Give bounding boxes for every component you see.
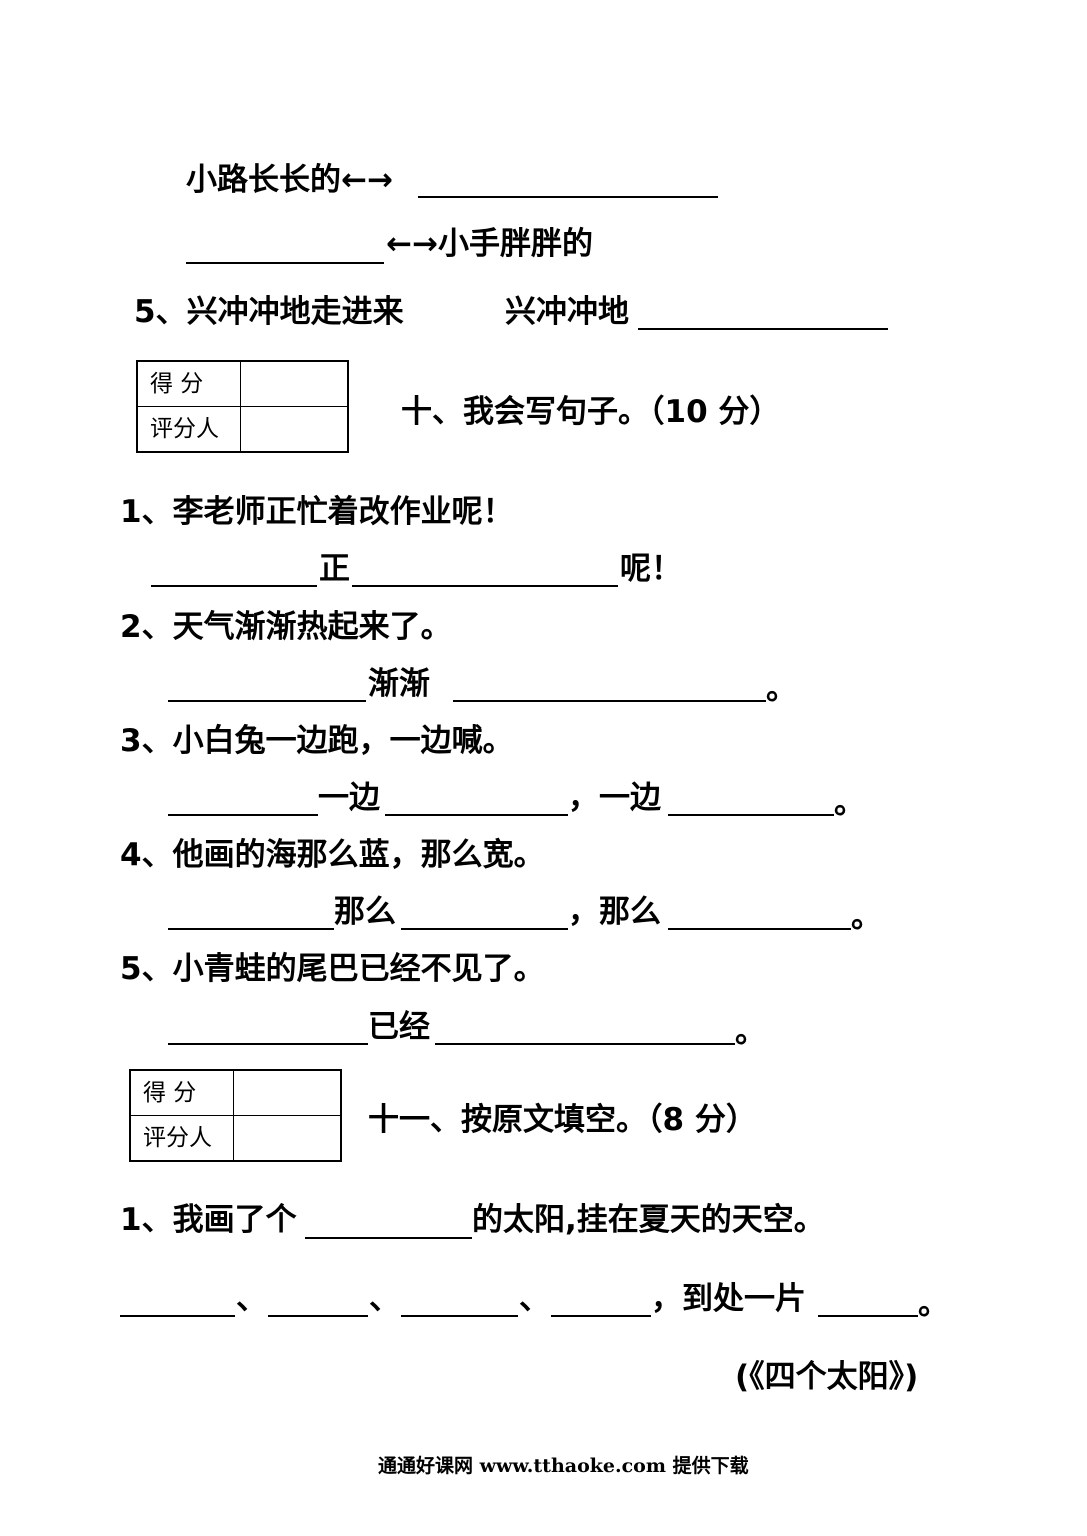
line-b-blank[interactable] [186,262,384,264]
s10-q2-blank2[interactable] [453,700,766,702]
s10-q2-part2: 。 [766,671,797,707]
q5-prompt: 兴冲冲地 [505,294,629,330]
line-a-blank[interactable] [418,196,718,198]
score-label: 得 分 [129,1069,234,1116]
grader-cell[interactable] [239,406,348,453]
line-b-text: ←→小手胖胖的 [386,226,593,262]
s10-q5-part1: 已经 [368,1009,430,1045]
s10-q4-blank2[interactable] [401,928,568,930]
q5-blank[interactable] [638,328,888,330]
section11-title: 十一、按原文填空。（8 分） [368,1102,757,1138]
s10-q5-blank1[interactable] [168,1043,368,1045]
s10-q3-blank3[interactable] [668,814,834,816]
s11-l2-blank4[interactable] [551,1315,651,1317]
s10-q4-part3: 。 [851,899,882,935]
s11-l2-blank3[interactable] [401,1315,518,1317]
s10-q2: 2、天气渐渐热起来了。 [120,609,452,645]
s10-q3-blank2[interactable] [385,814,568,816]
s11-source: (《四个太阳》) [735,1359,919,1395]
score-label: 得 分 [136,360,241,407]
s10-q3: 3、小白兔一边跑，一边喊。 [120,723,514,759]
s10-q4-blank3[interactable] [668,928,851,930]
grader-label: 评分人 [129,1115,234,1162]
score-cell[interactable] [239,360,348,407]
s10-q3-blank1[interactable] [168,814,318,816]
s11-l2-sep3: 、 [519,1281,550,1317]
s10-q4-part2: ，那么 [568,894,661,930]
s10-q1: 1、李老师正忙着改作业呢！ [120,494,514,530]
footer-text: 通通好课网 www.tthaoke.com 提供下载 [378,1455,749,1477]
s11-l2-blank5[interactable] [818,1315,918,1317]
line-a-text: 小路长长的←→ [186,162,393,198]
s10-q5: 5、小青蛙的尾巴已经不见了。 [120,951,545,987]
s10-q2-part1: 渐渐 [368,666,430,702]
s10-q2-blank1[interactable] [168,700,366,702]
q5-sentence: 5、兴冲冲地走进来 [134,294,404,330]
grader-label: 评分人 [136,406,241,453]
s10-q3-part3: 。 [834,785,865,821]
grader-cell[interactable] [232,1115,341,1162]
s11-l2-sep2: 、 [369,1281,400,1317]
score-cell[interactable] [232,1069,341,1116]
s11-q1-prefix: 1、我画了个 [120,1202,297,1238]
score-box-1: 得 分 评分人 [136,360,349,453]
s10-q1-blank1[interactable] [151,585,317,587]
s11-l2-blank1[interactable] [120,1315,235,1317]
s10-q1-part1: 正 [319,551,350,587]
s10-q3-part2: ，一边 [568,780,661,816]
s11-l2-blank2[interactable] [268,1315,368,1317]
s11-q1-suffix: 的太阳,挂在夏天的天空。 [472,1202,825,1238]
s10-q3-part1: 一边 [318,780,380,816]
s10-q4-blank1[interactable] [168,928,334,930]
s10-q4: 4、他画的海那么蓝，那么宽。 [120,837,545,873]
section10-title: 十、我会写句子。（10 分） [401,394,781,430]
s10-q1-part2: 呢！ [620,551,682,587]
s10-q1-blank2[interactable] [352,585,618,587]
s11-l2-sep1: 、 [236,1281,267,1317]
s10-q5-blank2[interactable] [435,1043,735,1045]
s11-l2-end: 。 [918,1286,949,1322]
s11-q1-blank[interactable] [305,1237,472,1239]
s10-q5-part2: 。 [735,1014,766,1050]
score-box-2: 得 分 评分人 [129,1069,342,1162]
s11-l2-mid: ，到处一片 [651,1281,806,1317]
s10-q4-part1: 那么 [334,894,396,930]
